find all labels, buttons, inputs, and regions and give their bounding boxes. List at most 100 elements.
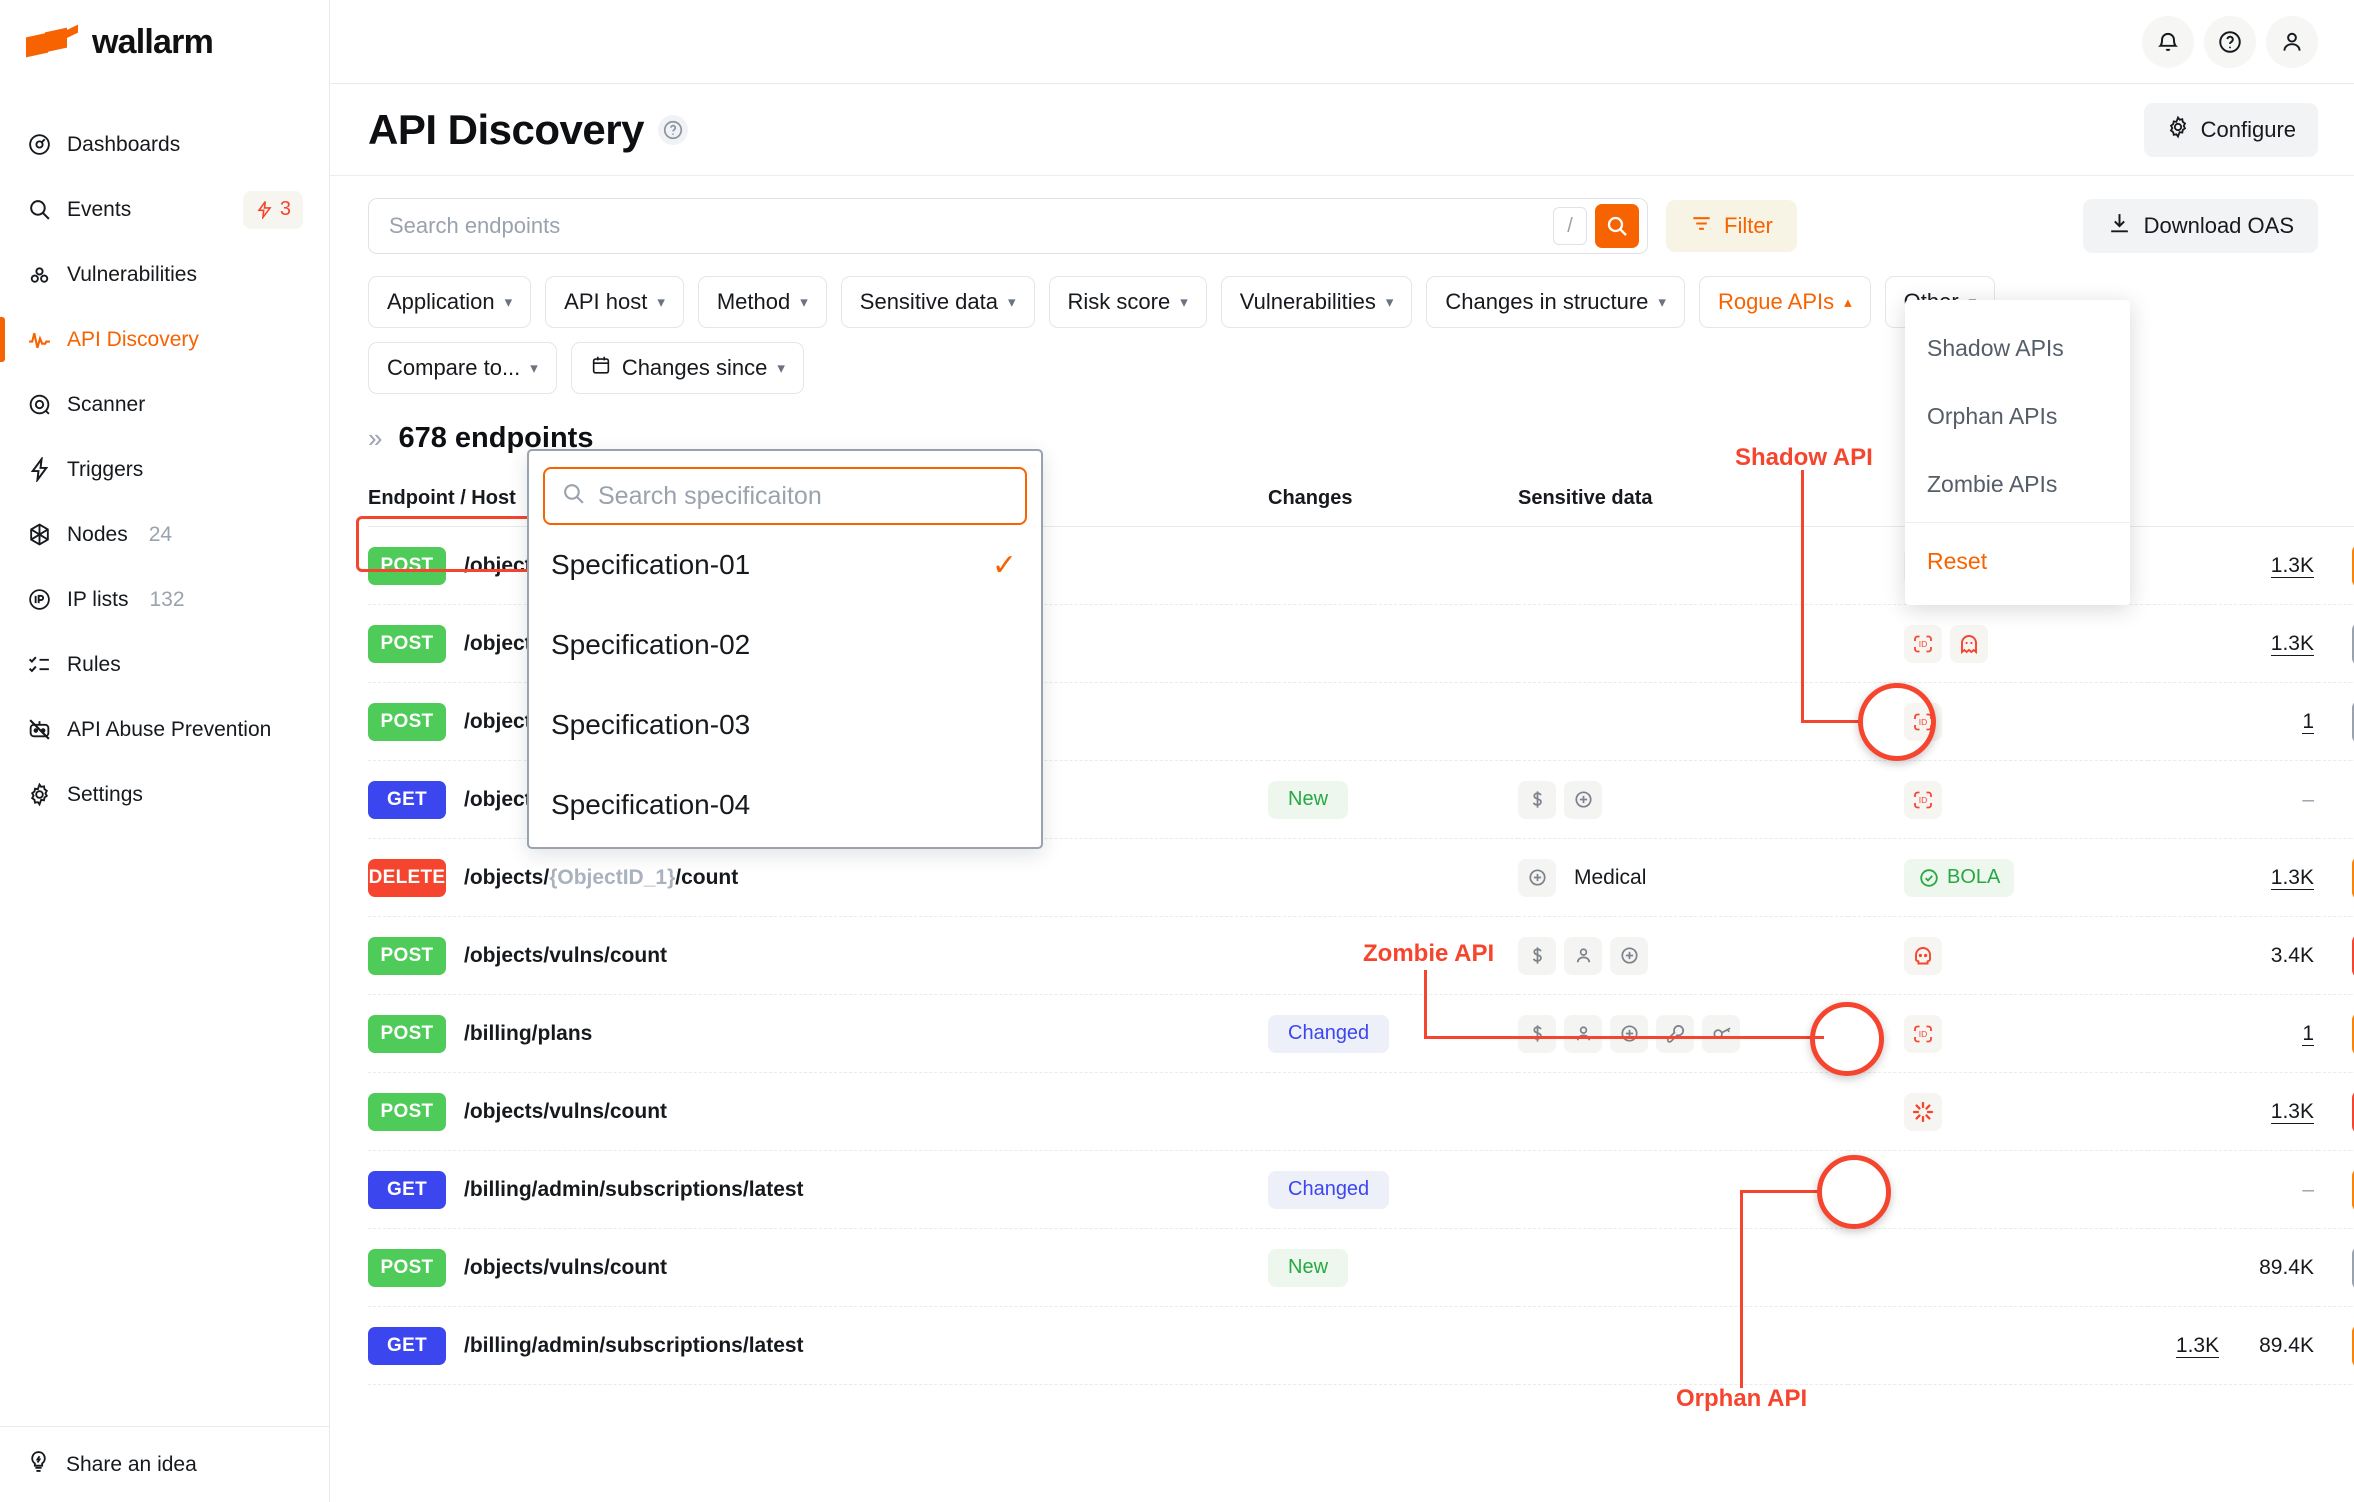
- check-icon: ✓: [991, 548, 1017, 582]
- endpoint-path[interactable]: /billing/admin/subscriptions/latest: [464, 1177, 804, 1201]
- sidebar-item-rules[interactable]: Rules: [0, 632, 329, 697]
- brand-logo[interactable]: wallarm: [0, 0, 329, 84]
- cell-requests: 89.4K: [2148, 1228, 2318, 1307]
- cell-sensitive-data: [1518, 1228, 1848, 1307]
- cell-risk: 8.9: [2318, 1072, 2354, 1151]
- search-submit-button[interactable]: [1595, 204, 1639, 248]
- id-icon[interactable]: ID: [1904, 1014, 1942, 1053]
- specification-search-input[interactable]: [598, 481, 1009, 511]
- dollar-icon[interactable]: [1518, 780, 1556, 819]
- medical-icon[interactable]: [1564, 780, 1602, 819]
- events-badge[interactable]: 3: [242, 190, 303, 229]
- cell-requests: 1.3K: [2148, 838, 2318, 917]
- dollar-icon[interactable]: [1518, 936, 1556, 975]
- rogue-menu-item-orphan-apis[interactable]: Orphan APIs: [1927, 402, 2058, 429]
- filter-chip-rogue-apis[interactable]: Rogue APIs▴: [1698, 276, 1871, 328]
- column-header-changes[interactable]: Changes: [1268, 473, 1518, 527]
- download-icon: [2107, 211, 2132, 242]
- column-header-sensitive-data[interactable]: Sensitive data: [1518, 473, 1848, 527]
- endpoint-path[interactable]: /objects/vulns/count: [464, 1255, 668, 1279]
- filter-chip-vulnerabilities[interactable]: Vulnerabilities▾: [1220, 276, 1413, 328]
- specification-option-04[interactable]: Specification-04: [543, 765, 1027, 845]
- wrench-icon[interactable]: [1656, 1014, 1694, 1053]
- rogue-menu-item-zombie-apis[interactable]: Zombie APIs: [1927, 470, 2058, 497]
- chevron-double-right-icon[interactable]: »: [368, 423, 383, 453]
- sidebar-item-vulnerabilities[interactable]: Vulnerabilities: [0, 242, 329, 307]
- endpoint-path[interactable]: /billing/plans: [464, 1021, 593, 1045]
- rogue-menu-reset-button[interactable]: Reset: [1927, 547, 1988, 574]
- table-row[interactable]: POST/billing/plansChangedID16.9•••: [368, 994, 2354, 1073]
- method-badge: POST: [368, 624, 446, 663]
- skull-icon[interactable]: [1904, 936, 1942, 975]
- sidebar-item-api-abuse-prevention[interactable]: API Abuse Prevention: [0, 697, 329, 762]
- filter-chips-row-2: Compare to...▾ Changes since▾: [368, 342, 2318, 394]
- sidebar-item-settings[interactable]: Settings: [0, 762, 329, 827]
- id-icon[interactable]: ID: [1904, 624, 1942, 663]
- specification-option-02[interactable]: Specification-02: [543, 605, 1027, 685]
- filter-chip-changes-since[interactable]: Changes since▾: [570, 342, 804, 394]
- search-input[interactable]: [389, 213, 1553, 239]
- gear-icon: [26, 782, 52, 808]
- method-badge: GET: [368, 780, 446, 819]
- share-an-idea-button[interactable]: Share an idea: [0, 1426, 329, 1502]
- column-header-risk[interactable]: Risk: [2318, 473, 2354, 527]
- filter-chip-method[interactable]: Method▾: [697, 276, 827, 328]
- filter-chip-sensitive-data[interactable]: Sensitive data▾: [840, 276, 1035, 328]
- sidebar-item-ip-lists[interactable]: IP lists 132: [0, 567, 329, 632]
- medical-icon[interactable]: [1518, 858, 1556, 897]
- bell-icon[interactable]: [2142, 15, 2194, 68]
- filter-button[interactable]: Filter: [1666, 200, 1797, 252]
- endpoint-path[interactable]: /objects/vulns/count: [464, 943, 668, 967]
- question-circle-icon[interactable]: [2204, 15, 2256, 68]
- rogue-menu-item-shadow-apis[interactable]: Shadow APIs: [1927, 334, 2064, 361]
- sidebar-item-nodes[interactable]: Nodes 24: [0, 502, 329, 567]
- filter-chip-api-host[interactable]: API host▾: [545, 276, 684, 328]
- sidebar-item-label: API Discovery: [67, 327, 199, 351]
- filter-chip-compare-to[interactable]: Compare to...▾: [368, 342, 557, 394]
- sidebar-item-scanner[interactable]: Scanner: [0, 372, 329, 437]
- dollar-icon[interactable]: [1518, 1014, 1556, 1053]
- specification-option-03[interactable]: Specification-03: [543, 685, 1027, 765]
- sidebar-item-dashboards[interactable]: Dashboards: [0, 112, 329, 177]
- id-icon[interactable]: ID: [1904, 780, 1942, 819]
- medical-icon[interactable]: [1610, 936, 1648, 975]
- endpoint-path[interactable]: /objects/vulns/count: [464, 1099, 668, 1123]
- orphan-icon[interactable]: [1904, 1092, 1942, 1131]
- cell-risk: 1.4: [2318, 682, 2354, 761]
- risk-badge: 6.9: [2352, 1011, 2354, 1056]
- specification-option-label: Specification-03: [551, 709, 751, 740]
- person-icon[interactable]: [1564, 936, 1602, 975]
- specification-option-01[interactable]: Specification-01 ✓: [543, 525, 1027, 605]
- filter-chip-application[interactable]: Application▾: [368, 276, 532, 328]
- download-oas-button[interactable]: Download OAS: [2082, 199, 2318, 253]
- person-icon[interactable]: [1564, 1014, 1602, 1053]
- key-icon[interactable]: [1702, 1014, 1740, 1053]
- nodes-count: 24: [148, 522, 173, 546]
- table-row[interactable]: POST/objects/vulns/countID1.3K1.0•••: [368, 604, 2354, 683]
- endpoint-path[interactable]: /billing/admin/subscriptions/latest: [464, 1333, 804, 1357]
- filter-chip-changes-in-structure[interactable]: Changes in structure▾: [1426, 276, 1685, 328]
- sidebar-item-events[interactable]: Events 3: [0, 177, 329, 242]
- medical-icon[interactable]: [1610, 1014, 1648, 1053]
- configure-button[interactable]: Configure: [2143, 102, 2318, 157]
- chevron-down-icon: ▾: [1385, 294, 1394, 311]
- ghost-icon[interactable]: [1950, 624, 1988, 663]
- user-icon[interactable]: [2266, 15, 2318, 68]
- page-help-icon[interactable]: [657, 114, 688, 145]
- specification-dropdown: Specification-01 ✓ Specification-02 Spec…: [527, 449, 1043, 849]
- main-area: API Discovery Configure / Filter: [330, 0, 2354, 1502]
- cube-icon: [26, 522, 52, 548]
- endpoint-path[interactable]: /objects/{ObjectID_1}/count: [464, 865, 739, 889]
- cell-endpoint: GET/billing/admin/subscriptions/latest: [368, 1150, 1268, 1229]
- chip-label: Changes since: [621, 355, 768, 380]
- sidebar-item-triggers[interactable]: Triggers: [0, 437, 329, 502]
- status-badge-bola[interactable]: BOLA: [1904, 858, 2015, 897]
- sidebar-item-api-discovery[interactable]: API Discovery: [0, 307, 329, 372]
- filter-chip-risk-score[interactable]: Risk score▾: [1048, 276, 1207, 328]
